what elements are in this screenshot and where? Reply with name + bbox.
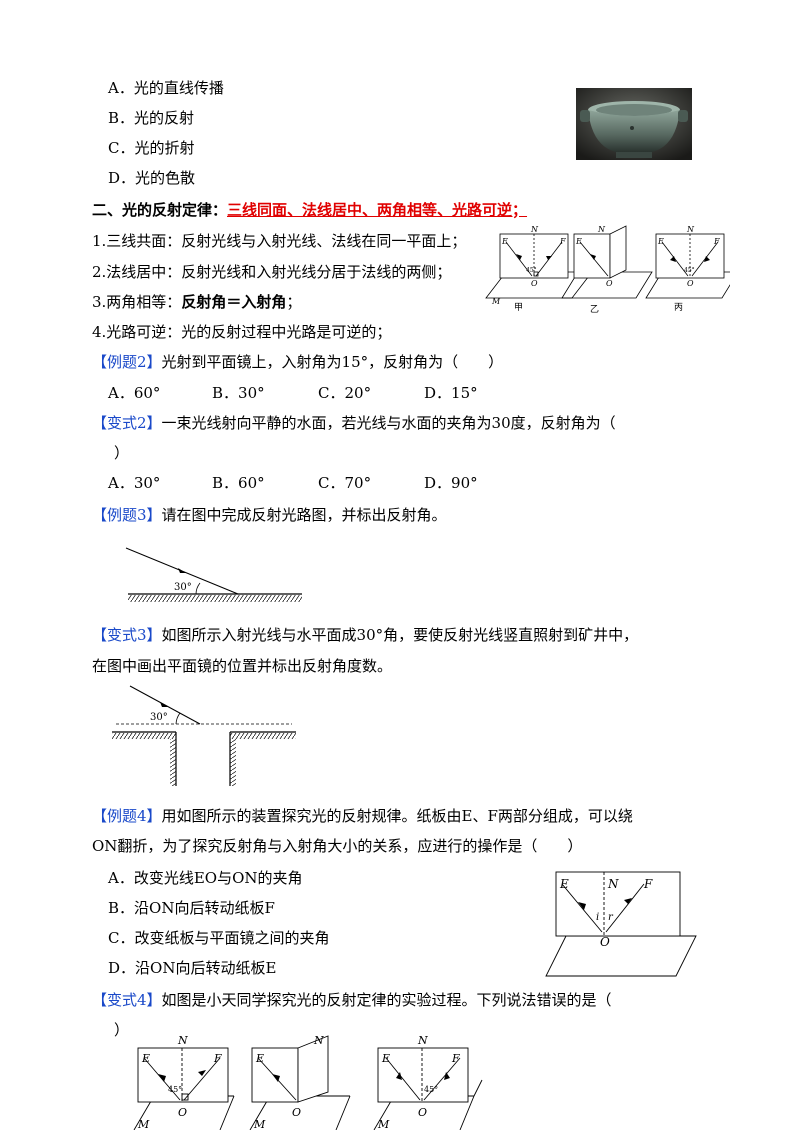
- v4-label-n-2: N: [313, 1034, 324, 1047]
- label-e-1: E: [501, 237, 508, 246]
- label-o-1: O: [531, 279, 538, 288]
- v4-label-e-1: E: [141, 1052, 150, 1065]
- section-title: 二、光的反射定律：: [92, 201, 228, 219]
- figure-label-bing: 丙: [674, 302, 683, 313]
- reflection-diagram-top: E N F M O E N O E N F O 45° 45° 甲 乙 丙: [485, 225, 730, 314]
- law-1: 1.三线共面：反射光线与入射光线、法线在同一平面上；: [92, 232, 467, 250]
- example-3-tag: 【例题3】: [92, 506, 162, 524]
- variant-4-tag: 【变式4】: [92, 991, 162, 1009]
- example-4-question-line2: ON翻折，为了探究反射角与入射角大小的关系，应进行的操作是（ ）: [92, 837, 583, 855]
- variant-4-question: 如图是小天同学探究光的反射定律的实验过程。下列说法错误的是（: [161, 991, 612, 1009]
- ex4-label-f: F: [643, 877, 653, 891]
- option-b: B．光的反射: [108, 109, 195, 127]
- var2-option-b: B．60°: [212, 474, 265, 492]
- v4-label-f-1: F: [213, 1052, 222, 1065]
- v4-label-e-3: E: [381, 1052, 390, 1065]
- v4-label-n-1: N: [177, 1034, 188, 1047]
- example-4-tag: 【例题4】: [92, 807, 162, 825]
- ex2-option-b: B．30°: [212, 384, 265, 402]
- ex4-option-c: C．改变纸板与平面镜之间的夹角: [108, 929, 330, 947]
- label-f-1: F: [559, 237, 566, 246]
- law-4: 4.光路可逆：光的反射过程中光路是可逆的；: [92, 323, 392, 341]
- option-d: D．光的色散: [108, 169, 196, 187]
- label-o-3: O: [687, 279, 694, 288]
- variant-3-question: 如图所示入射光线与水平面成30°角，要使反射光线竖直照射到矿井中，: [161, 626, 639, 644]
- ex4-option-a: A．改变光线EO与ON的夹角: [108, 869, 303, 887]
- variant-2-close: ）: [114, 444, 130, 462]
- label-o-2: O: [606, 279, 613, 288]
- figure-label-yi: 乙: [590, 304, 599, 314]
- var2-option-a: A．30°: [108, 474, 161, 492]
- v4-label-o-1: O: [178, 1106, 187, 1119]
- v4-label-m-2: M: [253, 1118, 266, 1130]
- label-e-2: E: [575, 237, 582, 246]
- example-4-apparatus-diagram: E N F i r O: [545, 871, 697, 977]
- angle-label-3: 45°: [684, 267, 695, 274]
- v4-label-m-3: M: [377, 1118, 390, 1130]
- v4-label-e-2: E: [255, 1052, 264, 1065]
- ex4-label-o: O: [600, 935, 610, 949]
- variant-4-diagrams: E N F M O E N M O E N F M O 45° 45°: [133, 1034, 483, 1130]
- label-n-2: N: [597, 225, 606, 234]
- example-3-diagram: 30°: [125, 547, 302, 602]
- figure-label-jia: 甲: [514, 302, 523, 313]
- var2-option-d: D．90°: [424, 474, 478, 492]
- v4-label-o-2: O: [292, 1106, 301, 1119]
- ex4-label-r: r: [608, 912, 614, 923]
- ex3-angle-label: 30°: [174, 582, 192, 593]
- law-3-bold: 反射角＝入射角: [181, 293, 287, 311]
- option-c: C．光的折射: [108, 139, 195, 157]
- label-n-1: N: [530, 225, 539, 234]
- variant-2-tag: 【变式2】: [92, 414, 162, 432]
- law-3: 3.两角相等：反射角＝入射角；: [92, 293, 302, 311]
- v4-label-n-3: N: [417, 1034, 428, 1047]
- v4-angle-label-1: 45°: [168, 1085, 182, 1094]
- v4-angle-label-3: 45°: [424, 1085, 438, 1094]
- variant-3-tag: 【变式3】: [92, 626, 162, 644]
- label-m-1: M: [491, 297, 501, 306]
- law-2: 2.法线居中：反射光线和入射光线分居于法线的两侧；: [92, 263, 452, 281]
- example-2-question: 光射到平面镜上，入射角为15°，反射角为（ ）: [161, 353, 504, 371]
- var3-angle-label: 30°: [150, 712, 168, 723]
- bronze-vessel-photo: [576, 88, 692, 160]
- example-2-tag: 【例题2】: [92, 353, 162, 371]
- label-e-3: E: [657, 237, 664, 246]
- option-a: A．光的直线传播: [108, 79, 224, 97]
- example-3-question: 请在图中完成反射光路图，并标出反射角。: [161, 506, 447, 524]
- section-key-phrase: 三线同面、法线居中、两角相等、光路可逆；: [227, 201, 528, 219]
- v4-label-o-3: O: [418, 1106, 427, 1119]
- ex2-option-c: C．20°: [318, 384, 372, 402]
- v4-label-m-1: M: [137, 1118, 150, 1130]
- ex2-option-a: A．60°: [108, 384, 161, 402]
- ex4-option-d: D．沿ON向后转动纸板E: [108, 959, 277, 977]
- variant-2-question: 一束光线射向平静的水面，若光线与水面的夹角为30度，反射角为（: [161, 414, 616, 432]
- ex4-option-b: B．沿ON向后转动纸板F: [108, 899, 275, 917]
- variant-3-question-line2: 在图中画出平面镜的位置并标出反射角度数。: [92, 657, 393, 675]
- label-n-3: N: [686, 225, 695, 234]
- variant-3-mine-diagram: 30°: [112, 685, 296, 786]
- angle-label-1: 45°: [526, 267, 537, 274]
- example-4-question: 用如图所示的装置探究光的反射规律。纸板由E、F两部分组成，可以绕: [161, 807, 633, 825]
- variant-4-close: ）: [114, 1021, 130, 1039]
- ex2-option-d: D．15°: [424, 384, 478, 402]
- label-f-3: F: [713, 237, 720, 246]
- v4-label-f-3: F: [451, 1052, 460, 1065]
- ex4-label-n: N: [607, 877, 619, 891]
- var2-option-c: C．70°: [318, 474, 372, 492]
- ex4-label-i: i: [596, 912, 599, 923]
- ex4-label-e: E: [559, 877, 569, 891]
